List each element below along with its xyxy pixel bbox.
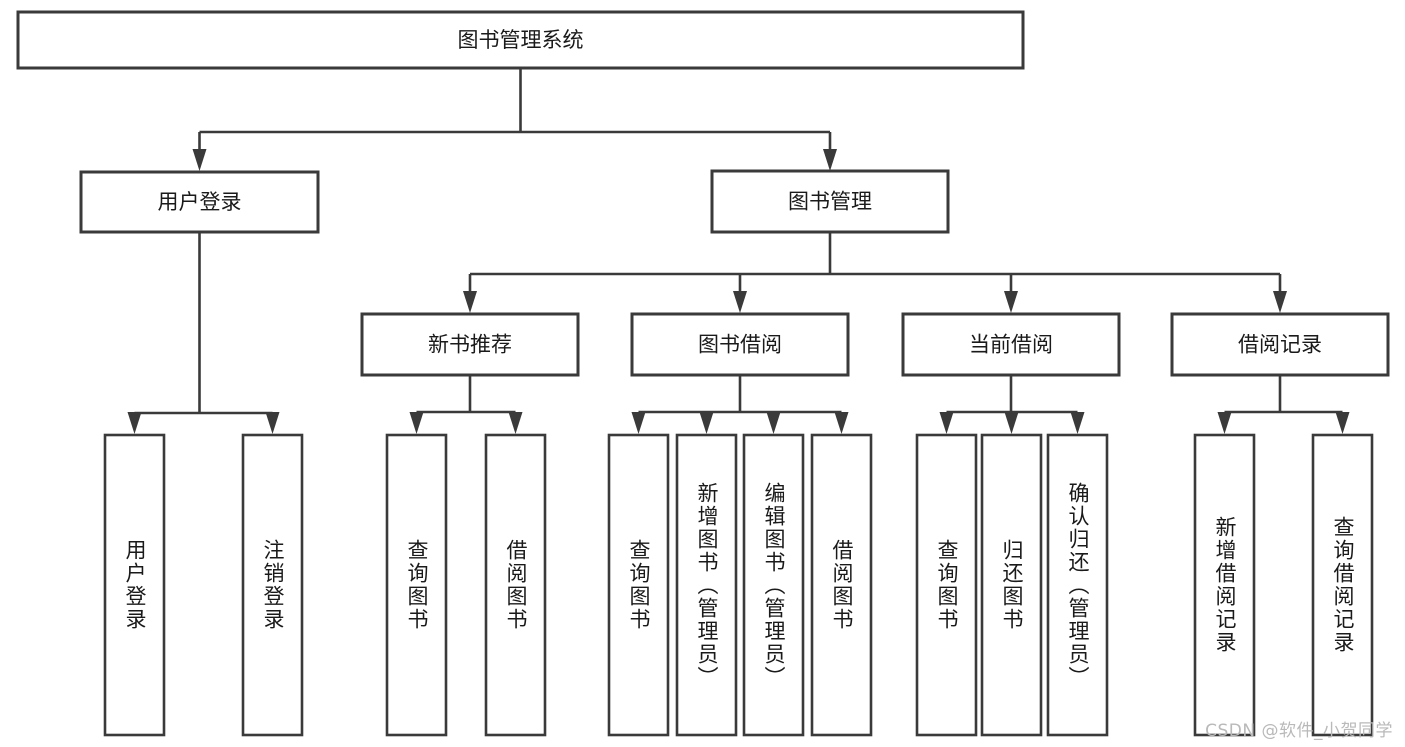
leaf-node-2-box[interactable] [385, 433, 448, 737]
arrow-head-icon [1004, 291, 1018, 313]
arrow-head-icon [463, 291, 477, 313]
arrow-head-icon [1004, 412, 1019, 434]
arrow-head-icon [766, 412, 781, 434]
connector-lines-group [127, 68, 1350, 434]
arrow-head-icon [1335, 412, 1350, 434]
node-label: 当前借阅 [969, 333, 1053, 357]
leaf-node-4-box[interactable] [607, 433, 670, 737]
level3-node-1-box[interactable] [630, 312, 850, 377]
node-label: 新书推荐 [428, 333, 512, 357]
node-label: 用户登录 [158, 190, 242, 214]
level3-node-0-box[interactable] [360, 312, 580, 377]
node-label: 图书管理 [788, 190, 872, 214]
arrow-head-icon [1217, 412, 1232, 434]
leaf-node-9-box[interactable] [980, 433, 1043, 737]
arrow-head-icon [823, 149, 837, 171]
leaf-node-5-box[interactable] [675, 433, 738, 737]
arrow-head-icon [192, 149, 207, 171]
node-label: 图书借阅 [698, 333, 782, 357]
leaf-node-3-box[interactable] [484, 433, 547, 737]
arrow-head-icon [1273, 291, 1287, 313]
leaf-node-0-box[interactable] [103, 433, 166, 737]
node-boxes-group [16, 10, 1390, 737]
arrow-head-icon [265, 412, 280, 434]
arrow-head-icon [733, 291, 747, 313]
leaf-node-10-box[interactable] [1046, 433, 1109, 737]
arrow-head-icon [631, 412, 646, 434]
watermark-text: CSDN @软件_小贺同学 [1205, 721, 1393, 741]
node-label: 图书管理系统 [458, 28, 584, 52]
arrow-head-icon [699, 412, 714, 434]
leaf-node-8-box[interactable] [915, 433, 978, 737]
leaf-node-11-box[interactable] [1193, 433, 1256, 737]
level2-node-0-box[interactable] [79, 170, 320, 234]
node-label: 借阅记录 [1238, 333, 1322, 357]
arrow-head-icon [834, 412, 849, 434]
level3-node-3-box[interactable] [1170, 312, 1390, 377]
leaf-node-1-box[interactable] [241, 433, 304, 737]
level3-node-2-box[interactable] [901, 312, 1121, 377]
leaf-node-12-box[interactable] [1311, 433, 1374, 737]
leaf-node-6-box[interactable] [742, 433, 805, 737]
arrow-head-icon [127, 412, 142, 434]
arrow-head-icon [1070, 412, 1085, 434]
level2-node-1-box[interactable] [710, 169, 950, 234]
arrow-head-icon [939, 412, 954, 434]
arrow-head-icon [508, 412, 523, 434]
arrow-head-icon [409, 412, 424, 434]
root-node-box[interactable] [16, 10, 1025, 70]
leaf-node-7-box[interactable] [810, 433, 873, 737]
